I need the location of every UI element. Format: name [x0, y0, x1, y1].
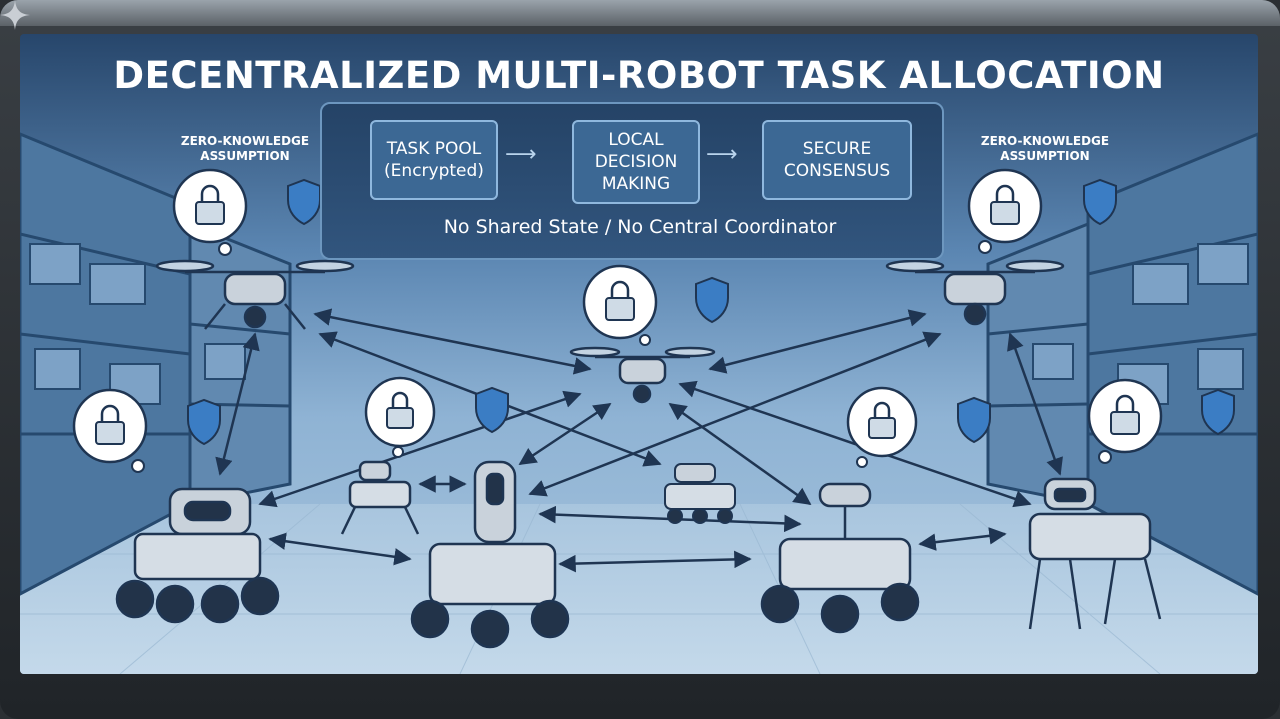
link-right-rover-to-dog: [918, 527, 1007, 551]
device-top-edge: [0, 0, 1280, 26]
flow-arrow-2: ⟶: [706, 142, 738, 167]
flow-step-task-pool-line2: (Encrypted): [384, 161, 484, 181]
lock-bubble-center-drone: [582, 264, 729, 346]
label-zero-knowledge-left-line2: ASSUMPTION: [200, 149, 290, 163]
link-tall-robot-to-right-rover-low: [558, 550, 752, 573]
link-drone-left-to-rover: [215, 332, 260, 476]
page-title: DECENTRALIZED MULTI-ROBOT TASK ALLOCATIO…: [113, 54, 1165, 97]
label-zero-knowledge-right-line2: ASSUMPTION: [1000, 149, 1090, 163]
sparkle-icon: [0, 0, 30, 30]
privacy-bubbles: [72, 168, 1235, 473]
flow-step-local-decision-line3: MAKING: [601, 174, 671, 194]
screen: DECENTRALIZED MULTI-ROBOT TASK ALLOCATIO…: [20, 34, 1258, 674]
lock-bubble-left-drone: [172, 168, 321, 256]
label-zero-knowledge-left-line1: ZERO-KNOWLEDGE: [180, 134, 310, 148]
warehouse-scene: [20, 132, 1258, 674]
flow-step-task-pool-line1: TASK POOL: [386, 139, 482, 159]
flow-step-secure-consensus-line1: SECURE: [802, 139, 872, 159]
link-drone-right-to-center: [708, 309, 927, 374]
rover-left: [115, 487, 280, 624]
link-tall-robot-to-right-drone: [528, 331, 942, 497]
link-drone-left-to-center: [313, 308, 592, 375]
link-rover-to-center: [258, 390, 582, 508]
flow-step-local-decision-line1: LOCAL: [608, 130, 664, 150]
link-drone-right-to-dog: [1007, 332, 1063, 476]
flow-step-secure-consensus-line2: CONSENSUS: [783, 161, 891, 181]
drone-center: [569, 346, 716, 404]
lock-bubble-right-rover: [846, 386, 991, 468]
flow-arrow-1: ⟶: [505, 142, 537, 167]
label-zero-knowledge-right: ZERO-KNOWLEDGE ASSUMPTION: [960, 134, 1130, 164]
lock-bubble-right-drone: [967, 168, 1117, 254]
communication-links: [215, 308, 1063, 573]
rover-right: [760, 482, 920, 634]
drone-right: [885, 259, 1065, 326]
rover-small: [664, 463, 736, 524]
flow-step-task-pool: TASK POOL (Encrypted): [370, 120, 498, 200]
label-zero-knowledge-left: ZERO-KNOWLEDGE ASSUMPTION: [160, 134, 330, 164]
quadruped-right: [1028, 477, 1162, 630]
link-center-to-tall-robot: [518, 402, 612, 466]
drone-left: [155, 259, 355, 330]
lock-bubble-right-quadruped: [1087, 378, 1235, 464]
flow-step-local-decision: LOCAL DECISION MAKING: [572, 120, 700, 204]
flow-step-secure-consensus: SECURE CONSENSUS: [762, 120, 912, 200]
quadruped-small: [340, 460, 420, 535]
flow-subtitle: No Shared State / No Central Coordinator: [443, 216, 837, 238]
flow-step-local-decision-line2: DECISION: [594, 152, 678, 172]
lock-bubble-left-rover: [72, 388, 221, 473]
label-zero-knowledge-right-line1: ZERO-KNOWLEDGE: [980, 134, 1110, 148]
tall-robot: [410, 460, 570, 649]
link-rover-to-tall-robot: [268, 532, 412, 566]
lock-bubble-quadruped: [364, 376, 509, 458]
